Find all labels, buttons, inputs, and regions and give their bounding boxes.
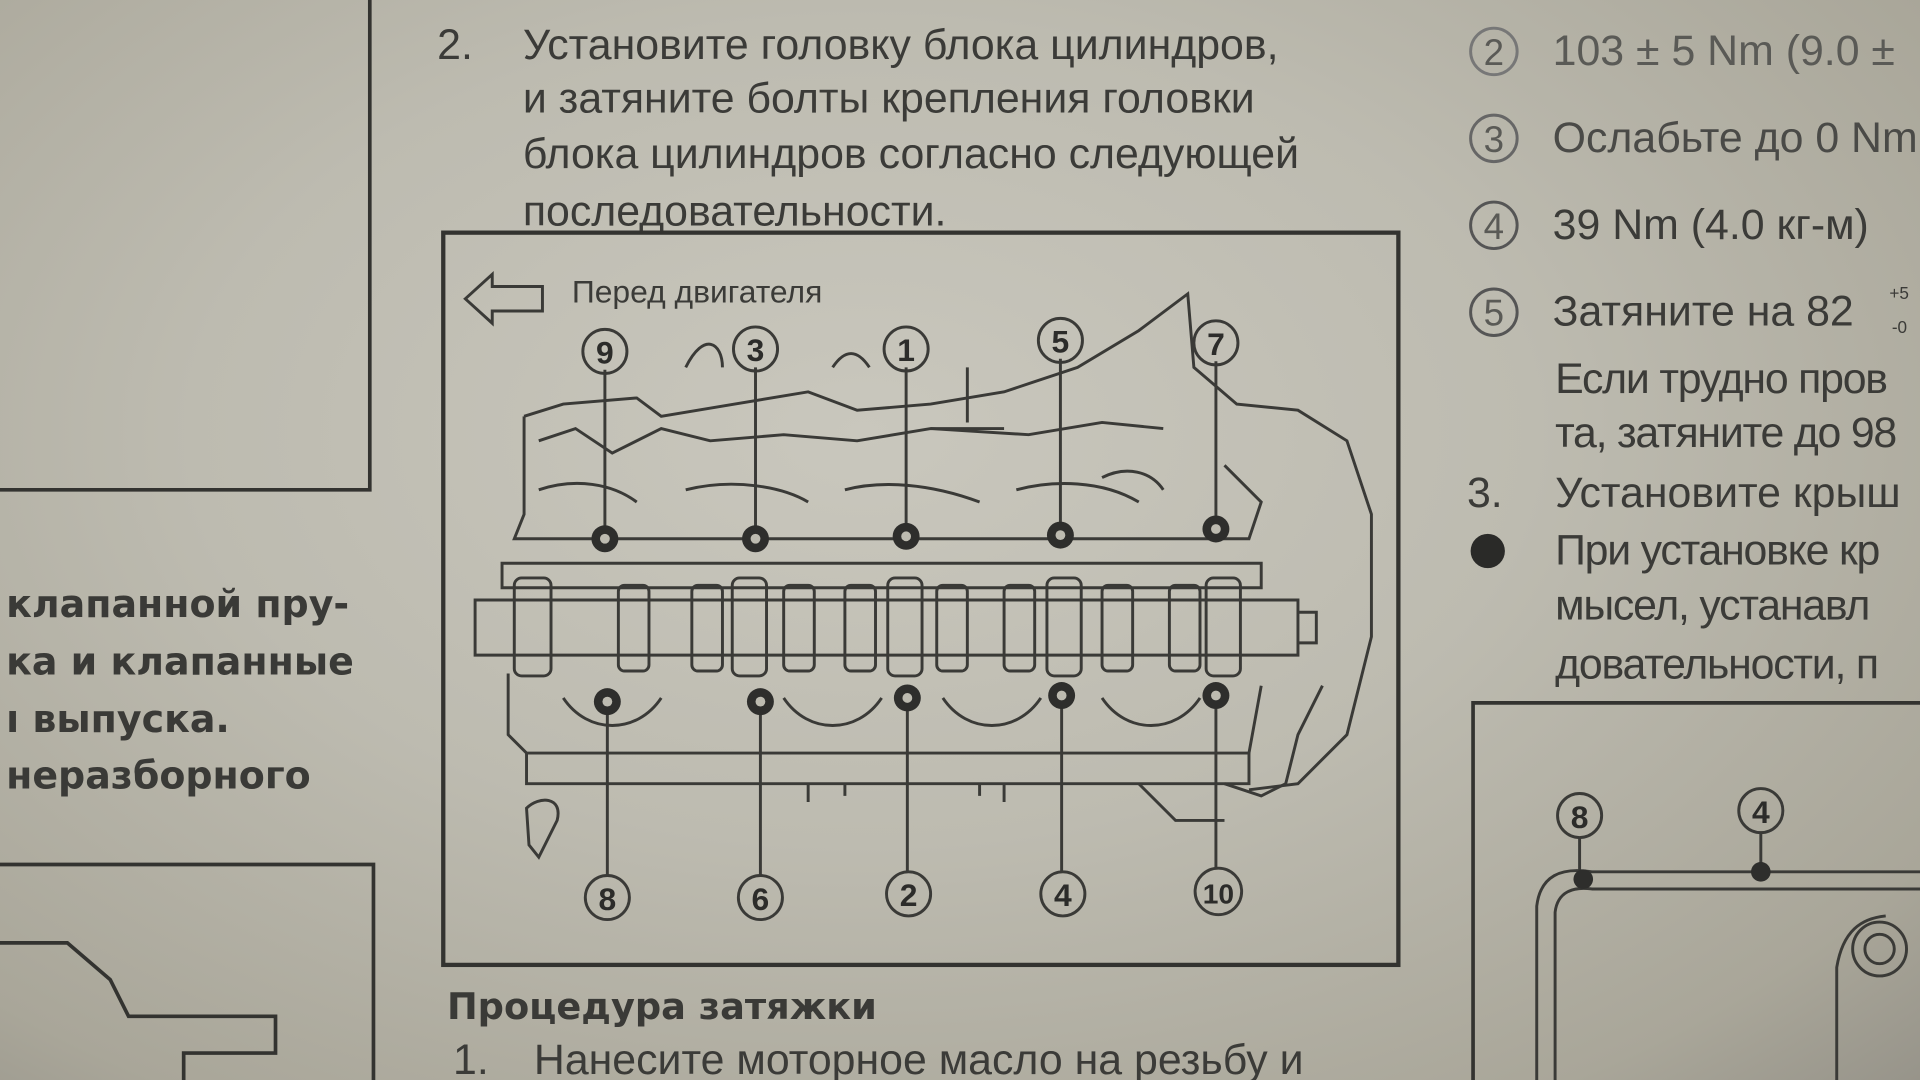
substep-number: 4 bbox=[1484, 206, 1504, 247]
left-text-line: ı выпуска. bbox=[6, 697, 230, 741]
bullet-line: При установке кр bbox=[1555, 526, 1879, 574]
left-text-line: клапанной пру- bbox=[6, 582, 349, 626]
step-text-line: Установите головку блока цилиндров, bbox=[523, 21, 1279, 69]
step-text-line: последовательности. bbox=[523, 187, 947, 235]
bolt-number: 3 bbox=[747, 332, 765, 368]
left-figure-frame bbox=[0, 0, 372, 492]
bolt-number: 4 bbox=[1054, 877, 1072, 913]
bolt-number: 9 bbox=[596, 335, 614, 371]
step-text-line: блока цилиндров согласно следующей bbox=[523, 130, 1299, 178]
substep-text: Затяните на 82 bbox=[1553, 288, 1854, 336]
left-lower-part-drawing bbox=[0, 941, 278, 1080]
bolt-number: 5 bbox=[1052, 324, 1070, 360]
cylinder-head-drawing bbox=[473, 291, 1373, 860]
step-2: 2. Установите головку блока цилиндров, и… bbox=[437, 21, 1299, 236]
bolt-number: 8 bbox=[598, 881, 616, 917]
substep-text: 103 ± 5 Nm (9.0 ± bbox=[1553, 27, 1895, 75]
front-arrow-icon bbox=[463, 270, 544, 327]
step-number: 3. bbox=[1467, 469, 1503, 517]
substep-number: 3 bbox=[1484, 119, 1504, 160]
left-lower-figure-frame bbox=[0, 862, 376, 1080]
tightening-procedure: Процедура затяжки 1. Нанесите моторное м… bbox=[447, 985, 1304, 1080]
tolerance-minus: -0 bbox=[1892, 317, 1907, 337]
bolt-number: 1 bbox=[897, 332, 915, 368]
step-text: Установите крыш bbox=[1555, 469, 1901, 517]
note-line: та, затяните до 98 bbox=[1555, 409, 1896, 457]
substep-number: 2 bbox=[1484, 32, 1504, 73]
bolt-number: 2 bbox=[900, 877, 918, 913]
bolt-number: 6 bbox=[752, 881, 770, 917]
section-heading: Процедура затяжки bbox=[447, 985, 877, 1028]
right-column: 2 103 ± 5 Nm (9.0 ± 3 Ослабьте до 0 Nm 4… bbox=[1467, 26, 1920, 1080]
top-bolt-callouts: 9 3 1 5 7 bbox=[581, 316, 1240, 375]
step-text-line: и затяните болты крепления головки bbox=[523, 75, 1255, 123]
step-number: 1. bbox=[453, 1036, 489, 1080]
bullet-line: мысел, устанавл bbox=[1555, 582, 1869, 630]
bullet-icon bbox=[1470, 533, 1505, 569]
front-label: Перед двигателя bbox=[572, 273, 823, 309]
substep-text: Ослабьте до 0 Nm bbox=[1553, 114, 1918, 162]
oil-pan-drawing bbox=[1535, 869, 1920, 1080]
bolt-number: 7 bbox=[1207, 326, 1225, 362]
bolt-heads bbox=[591, 515, 1230, 716]
bolt-number: 10 bbox=[1203, 879, 1234, 910]
bolt-leader-lines bbox=[603, 358, 1218, 876]
diagram-frame bbox=[441, 230, 1401, 968]
bolt-number: 4 bbox=[1752, 794, 1770, 830]
left-text-line: ка и клапанные bbox=[6, 640, 354, 684]
step-text: Нанесите моторное масло на резьбу и bbox=[534, 1036, 1304, 1080]
bottom-bolt-callouts: 8 6 2 4 10 bbox=[583, 866, 1244, 922]
bullet-line: довательности, п bbox=[1555, 640, 1878, 688]
bolt-number: 8 bbox=[1571, 799, 1589, 835]
substep-text: 39 Nm (4.0 кг-м) bbox=[1553, 201, 1869, 249]
note-line: Если трудно пров bbox=[1555, 355, 1887, 403]
tolerance-plus: +5 bbox=[1889, 283, 1909, 303]
left-column: клапанной пру- ка и клапанные ı выпуска.… bbox=[0, 0, 376, 1080]
left-text-line: неразборного bbox=[6, 754, 311, 798]
bolt-sequence-diagram: Перед двигателя bbox=[441, 230, 1401, 968]
right-figure-frame bbox=[1471, 701, 1920, 1080]
substep-number: 5 bbox=[1484, 293, 1504, 334]
step-number: 2. bbox=[437, 21, 473, 69]
